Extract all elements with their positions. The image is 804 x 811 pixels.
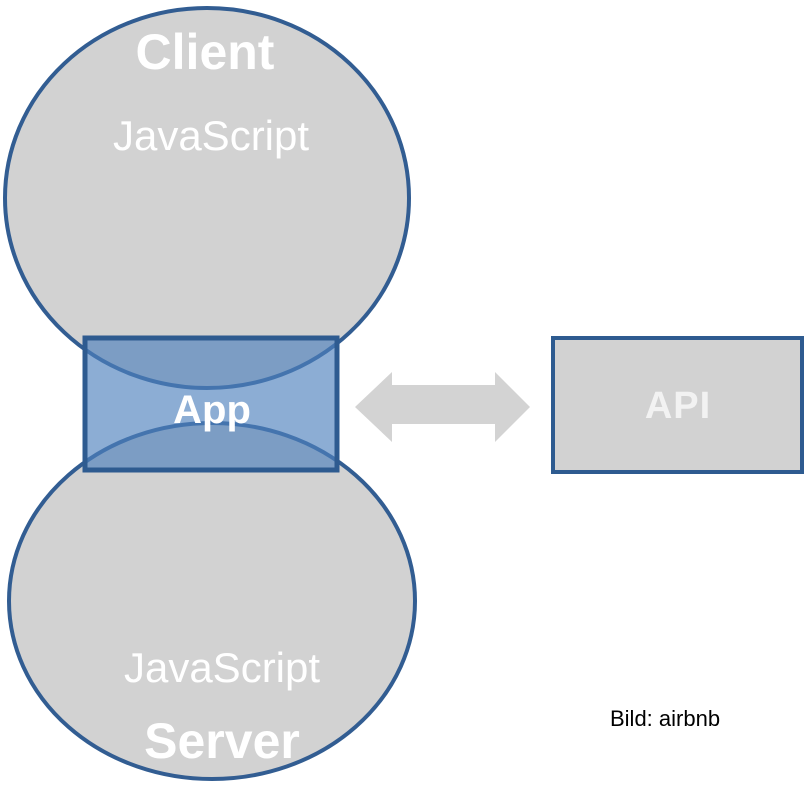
api-label: API (644, 385, 712, 427)
image-credit: Bild: airbnb (610, 706, 721, 731)
client-label: Client (135, 24, 275, 80)
app-rect (82, 335, 340, 473)
server-label: Server (144, 713, 300, 769)
app-label: App (173, 388, 251, 432)
client-javascript-label: JavaScript (112, 112, 310, 159)
bidirectional-arrow-icon (355, 372, 530, 442)
api-box (551, 336, 804, 474)
server-javascript-label: JavaScript (123, 644, 321, 691)
